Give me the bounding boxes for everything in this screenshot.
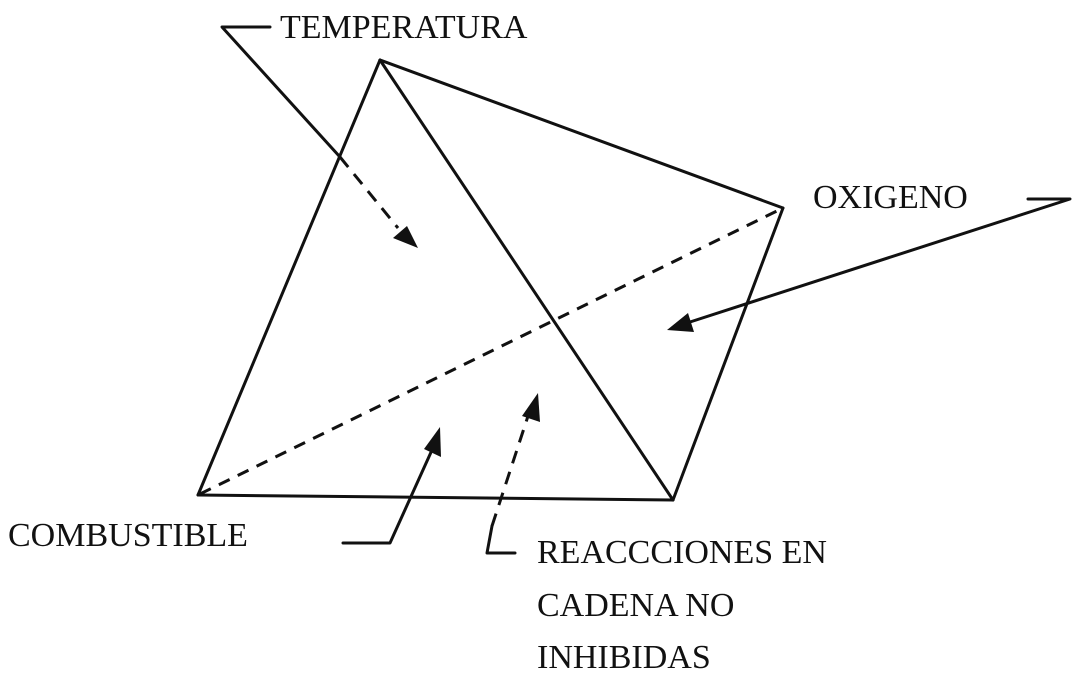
label-temperatura: TEMPERATURA — [280, 9, 528, 46]
combustible-leader — [341, 427, 441, 545]
edge-apex-right — [378, 58, 785, 210]
reacciones-leader-dashed — [490, 409, 532, 527]
edge-apex-front — [378, 58, 675, 502]
combustible-leader-line — [341, 448, 434, 545]
temperatura-arrowhead — [393, 226, 418, 248]
reacciones-leader-corner — [485, 524, 517, 555]
tetrahedron — [196, 58, 785, 502]
oxigeno-leader — [667, 197, 1072, 332]
label-combustible: COMBUSTIBLE — [8, 517, 248, 554]
temperatura-leader-line — [220, 25, 342, 159]
label-reacciones-line-3: INHIBIDAS — [537, 639, 711, 676]
oxigeno-arrowhead — [667, 313, 694, 332]
combustible-arrowhead — [424, 427, 441, 457]
reacciones-arrowhead — [522, 393, 540, 422]
label-reacciones-line-1: REACCCIONES EN — [537, 534, 827, 571]
temperatura-leader — [220, 25, 418, 248]
label-oxigeno: OXIGENO — [813, 179, 968, 216]
label-reacciones-line-2: CADENA NO — [537, 587, 734, 624]
edge-bottom — [196, 493, 675, 502]
oxigeno-leader-line — [688, 197, 1072, 324]
temperatura-leader-dashed — [338, 156, 400, 229]
edge-right-front — [671, 206, 785, 502]
edge-apex-left — [196, 58, 382, 497]
reacciones-leader — [485, 393, 540, 555]
hidden-edge-dashed — [199, 206, 784, 496]
